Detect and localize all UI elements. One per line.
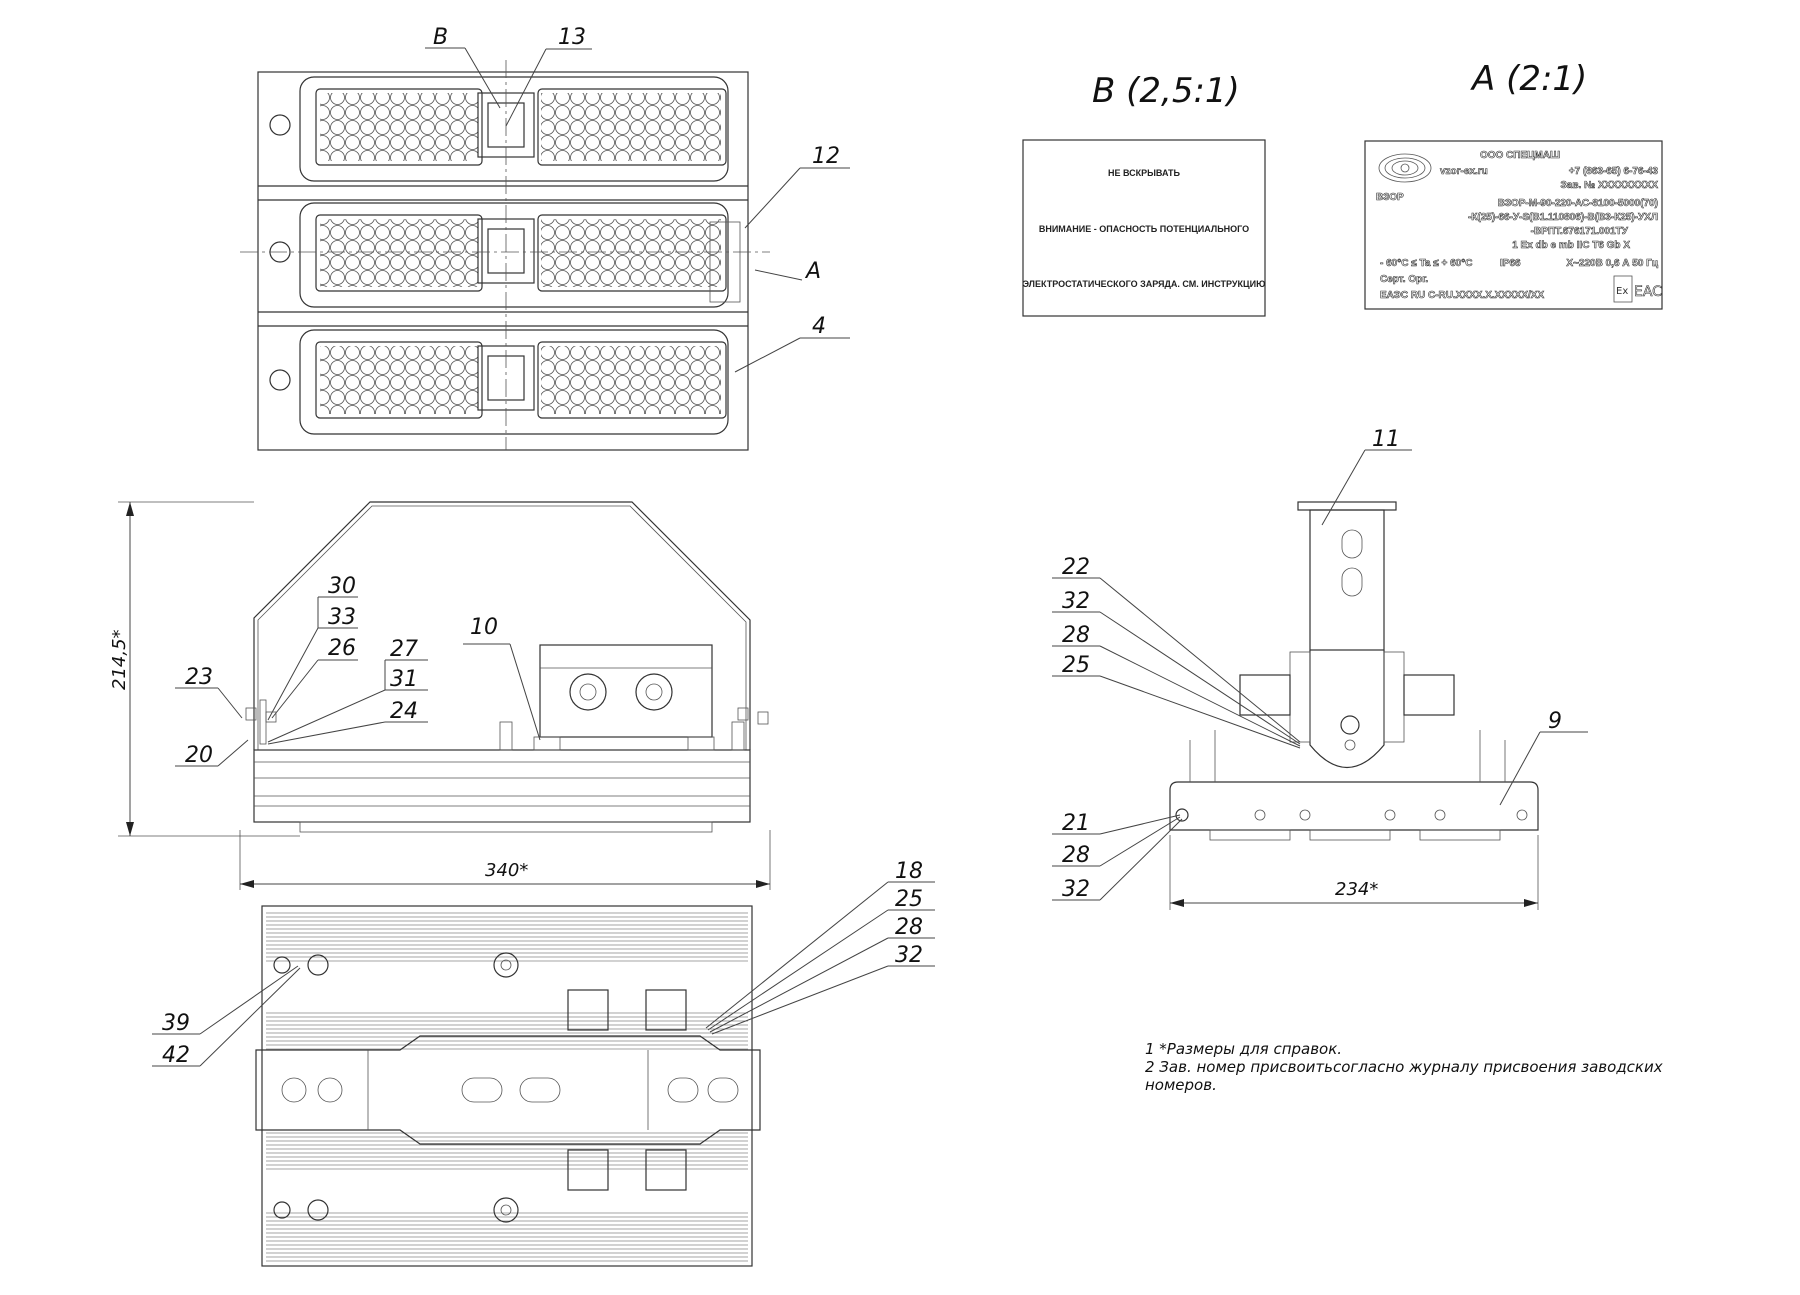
callout-9: 9 [1548, 709, 1562, 734]
callout-11: 11 [1372, 427, 1400, 452]
note-2: 2 Зав. номер присвоитьсогласно журналу п… [1145, 1058, 1663, 1094]
model-line-1: ВЗОР-М-90-220-АС-8100-5000(70) [1498, 198, 1658, 209]
led-module-1 [299, 76, 729, 182]
callout-28: 28 [895, 915, 923, 940]
callout-10: 10 [470, 615, 498, 640]
top-view-callouts: B 13 12 A 4 [425, 25, 850, 373]
detail-b: B (2,5:1) НЕ ВСКРЫВАТЬ ВНИМАНИЕ - ОПАСНО… [1022, 71, 1266, 317]
led-module-2 [299, 202, 741, 308]
brand-name: ВЗОР [1376, 192, 1404, 203]
callout-28-end-2: 28 [1062, 843, 1090, 868]
callout-21: 21 [1062, 811, 1090, 836]
detail-a: A (2:1) ВЗОР ООО СПЕЦМАШ vzor-ex.ru +7 (… [1364, 59, 1663, 310]
callout-32-end-2: 32 [1062, 877, 1090, 902]
side-view-dimensions: 214,5* 340* [109, 501, 771, 890]
callout-23: 23 [185, 665, 213, 690]
detail-b-line-2: ВНИМАНИЕ - ОПАСНОСТЬ ПОТЕНЦИАЛЬНОГО [1039, 224, 1249, 234]
eac-mark-icon: EAC [1634, 284, 1662, 300]
callout-4: 4 [812, 314, 826, 339]
callout-18: 18 [895, 859, 923, 884]
cert-number: ЕАЭС RU C-RU.XXXX.X.XXXXX/XX [1380, 290, 1544, 301]
detail-b-line-3: ЭЛЕКТРОСТАТИЧЕСКОГО ЗАРЯДА. СМ. ИНСТРУКЦ… [1023, 279, 1266, 289]
temperature-range: - 60°C ≤ Ta ≤ + 60°C [1380, 258, 1472, 269]
callout-12: 12 [812, 144, 840, 169]
callout-32-end: 32 [1062, 589, 1090, 614]
cert-label: Серт. Орг. [1380, 274, 1428, 285]
detail-b-title: B (2,5:1) [1092, 71, 1240, 111]
bottom-view [255, 905, 761, 1267]
callout-b: B [433, 25, 448, 50]
top-view [240, 60, 770, 451]
callout-31: 31 [390, 667, 418, 692]
side-view-callouts: 30 33 26 27 31 24 23 20 10 [175, 574, 769, 768]
callout-25: 25 [895, 887, 923, 912]
callout-27: 27 [390, 637, 418, 662]
note-1: 1 *Размеры для справок. [1145, 1040, 1343, 1058]
dimension-width: 340* [485, 860, 528, 881]
side-view [253, 501, 751, 833]
model-line-3: -ВРПТ.676171.001ТУ [1531, 226, 1629, 237]
serial-number: Зав. № XXXXXXXXX [1561, 180, 1659, 191]
eye-logo-icon [1378, 153, 1432, 183]
callout-20: 20 [185, 743, 213, 768]
ex-mark-icon: Ex [1616, 286, 1628, 297]
website: vzor-ex.ru [1440, 166, 1488, 177]
dimension-end-width: 234* [1335, 879, 1378, 900]
notes: 1 *Размеры для справок. 2 Зав. номер при… [1145, 1040, 1695, 1094]
callout-33: 33 [328, 605, 356, 630]
callout-24: 24 [390, 699, 418, 724]
ip-rating: IP66 [1500, 258, 1521, 269]
end-view [1169, 501, 1539, 841]
model-line-2: -К(25)-66-У-S(В1.110806)-В(В3-К25)-УХЛ [1468, 212, 1658, 223]
callout-28-end: 28 [1062, 623, 1090, 648]
callout-13: 13 [558, 25, 586, 50]
callout-32: 32 [895, 943, 923, 968]
callout-26: 26 [328, 636, 356, 661]
end-view-callouts: 11 22 32 28 25 9 21 28 32 234* [1052, 427, 1588, 910]
power-rating: Х~220В 0,6 А 50 Гц [1566, 258, 1658, 269]
callout-25-end: 25 [1062, 653, 1090, 678]
phone: +7 (863-65) 6-76-43 [1569, 166, 1659, 177]
company-name: ООО СПЕЦМАШ [1480, 150, 1560, 161]
led-module-3 [299, 329, 729, 435]
dimension-height: 214,5* [109, 629, 130, 690]
callout-42: 42 [162, 1043, 190, 1068]
callout-a: A [804, 259, 821, 284]
callout-30: 30 [328, 574, 356, 599]
callout-39: 39 [162, 1011, 190, 1036]
bottom-view-callouts: 18 25 28 32 39 42 [152, 859, 935, 1068]
detail-b-line-1: НЕ ВСКРЫВАТЬ [1108, 168, 1181, 178]
detail-a-title: A (2:1) [1470, 59, 1587, 99]
mount-bolts-left [245, 699, 769, 745]
ex-marking: 1 Ex db e mb IIC T6 Gb X [1512, 240, 1630, 251]
callout-22: 22 [1062, 555, 1090, 580]
